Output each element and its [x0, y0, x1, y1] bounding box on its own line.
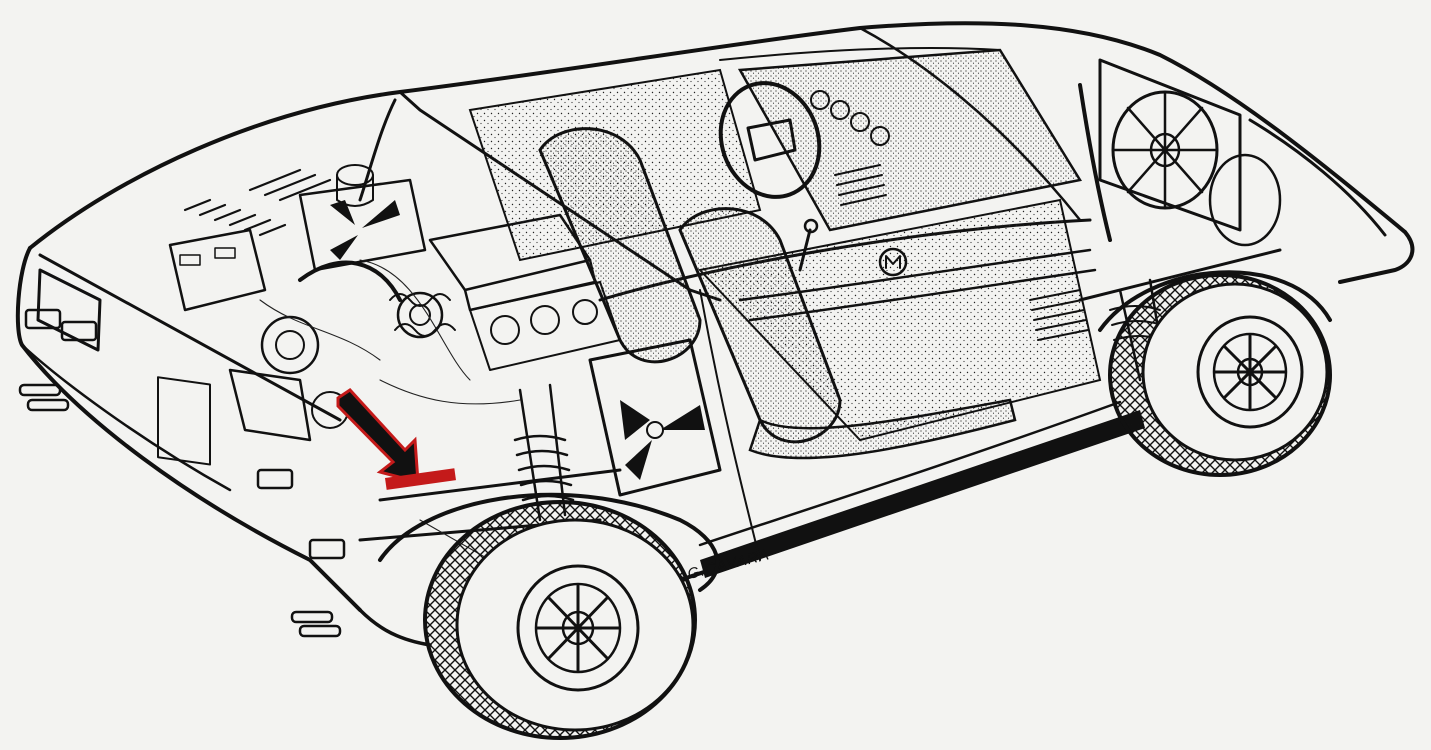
front-wheel: [1108, 273, 1332, 477]
front-radiator-fan: [1078, 58, 1282, 247]
interior: [468, 48, 1102, 460]
rear-wheel: [423, 500, 697, 740]
highlight-arrow: [336, 388, 456, 490]
exhaust-pipes: [18, 383, 342, 638]
fuel-tank: [588, 338, 722, 497]
tail-lights: [24, 268, 346, 560]
rear-cooling-fan: [298, 178, 427, 272]
